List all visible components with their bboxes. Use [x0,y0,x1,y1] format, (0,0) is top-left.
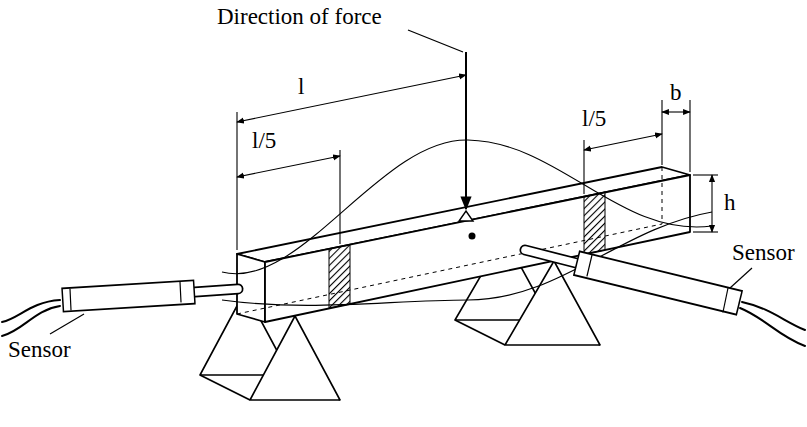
sensor-body [64,292,194,300]
sensor-cable [742,302,805,330]
extension-line [583,140,584,194]
sensor-cable [2,306,60,336]
sensor-body [578,263,739,302]
load-point-dot [469,233,476,240]
hidden-edge [662,167,663,224]
extension-line [339,150,340,244]
support-prism-front [250,316,340,400]
dimension-line [584,134,662,150]
dimension-line [662,111,690,112]
sensor-ring [180,282,181,302]
sensor-rod [525,250,576,263]
hatched-section [329,245,350,308]
load-point-triangle [459,211,473,221]
dimension-label: l/5 [250,128,278,153]
sensor-label: Sensor [730,240,797,265]
sensor-ring [587,255,592,276]
dimension-label: b [668,80,684,105]
dimension-label: l/5 [580,106,608,131]
leader-line [408,30,463,52]
sensor-ring [723,288,728,312]
dimension-line [711,175,712,232]
extension-line [236,112,237,250]
sensor-rod [195,289,238,292]
force-direction-label: Direction of force [215,4,384,29]
extension-line [693,231,718,232]
sensor-rod [525,250,576,263]
hatched-section [584,192,605,254]
sensor-body [62,292,195,300]
support-prism-edge [200,375,250,400]
sensor-cable [740,308,805,346]
leader-line [730,268,752,288]
dimension-line [237,156,340,177]
dimension-label: l [296,74,306,99]
support-prism-edge [455,320,505,345]
dimension-line [237,75,466,122]
extension-line [689,100,690,172]
sensor-body [576,263,740,303]
sensor-ring [70,289,71,310]
extension-line [693,174,718,175]
sensor-label: Sensor [6,337,73,362]
extension-line [661,100,662,165]
sensor-rod [195,289,238,292]
dimension-label: h [722,190,738,215]
leader-line [50,314,84,334]
